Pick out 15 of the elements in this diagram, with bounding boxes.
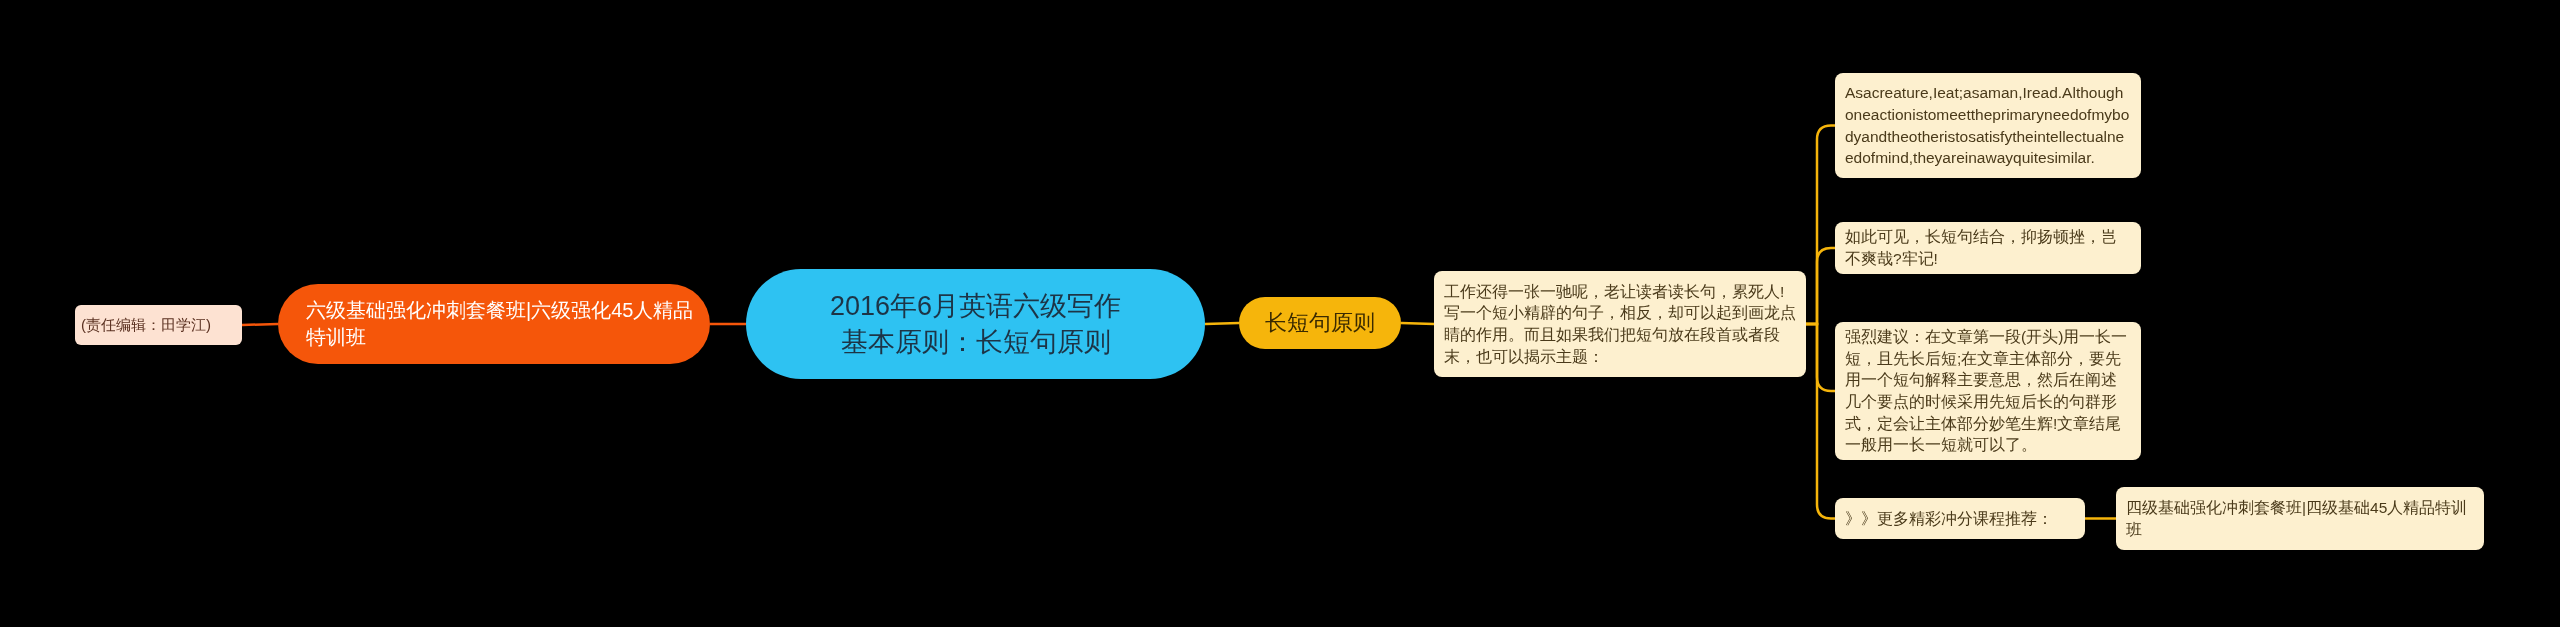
connector-line (241, 322, 279, 327)
subtopic-box: 》》更多精彩冲分课程推荐： (1835, 498, 2085, 539)
connector-line (1204, 321, 1240, 326)
connector-line (710, 322, 746, 326)
subtopic-box: 工作还得一张一驰呢，老让读者读长句，累死人!写一个短小精辟的句子，相反，却可以起到画龙点睛的作用。而且如果我们把短句放在段首或者段末，也可以揭示主题： (1434, 271, 1806, 377)
main-topic: 六级基础强化冲刺套餐班|六级强化45人精品特训班 (278, 284, 710, 364)
central-topic: 2016年6月英语六级写作基本原则：长短句原则 (746, 269, 1205, 379)
subtopic-box: 四级基础强化冲刺套餐班|四级基础45人精品特训班 (2116, 487, 2484, 550)
note-label: (责任编辑：田学江) (75, 305, 242, 345)
connector-line (1400, 321, 1435, 326)
subtopic-box: 如此可见，长短句结合，抑扬顿挫，岂不爽哉?牢记! (1835, 222, 2141, 274)
subtopic-box: 强烈建议：在文章第一段(开头)用一长一短，且先长后短;在文章主体部分，要先用一个短句解释主要意思，然后在阐述几个要点的时候采用先短后长的句群形式，定会让主体部分妙笔生辉!文章结尾一般用一长一短就可以了。 (1835, 322, 2141, 461)
subtopic-box: Asacreature,Ieat;asaman,Iread.Althoughoneactionistomeettheprimaryneedofmybodyandtheotheristosatisfytheintellectualneedofmind,theyareinawayquitesimilar. (1835, 73, 2141, 178)
connector-line (2085, 517, 2116, 520)
branch-topic: 长短句原则 (1239, 297, 1401, 349)
